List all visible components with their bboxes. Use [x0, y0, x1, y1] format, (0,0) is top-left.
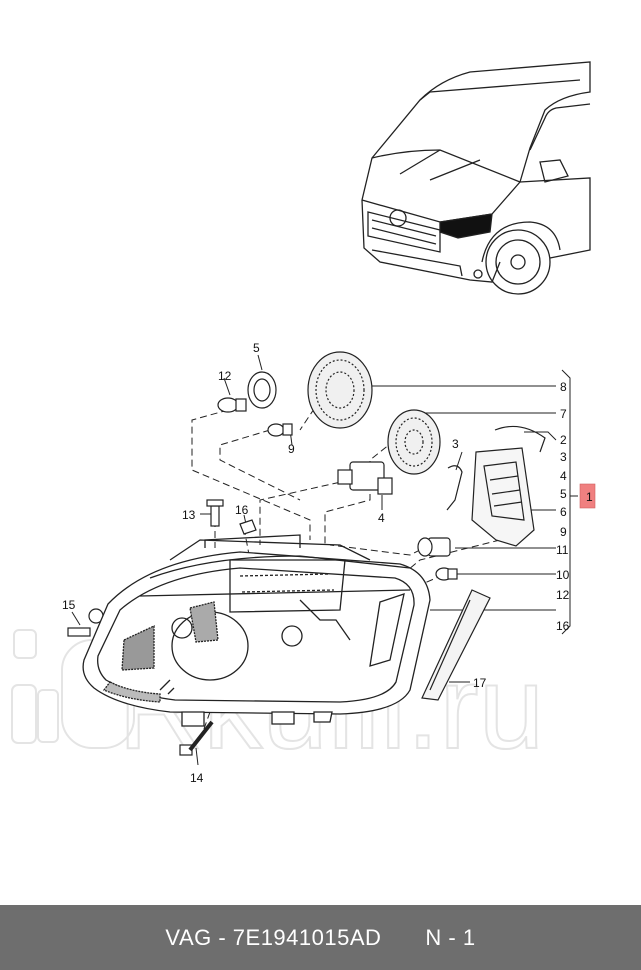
screw-14 — [179, 720, 214, 756]
cover-cap-small — [247, 371, 277, 409]
housing-cover-6 — [471, 425, 546, 547]
clip-16 — [239, 519, 257, 535]
headlight-assembly — [82, 534, 431, 727]
callout-9-left: 9 — [288, 442, 295, 456]
callout-16-left: 16 — [235, 503, 249, 517]
van-illustration — [361, 61, 591, 295]
bulb-10 — [435, 567, 458, 581]
callout-17: 17 — [473, 676, 487, 690]
clip-3 — [446, 465, 463, 511]
actuator-4 — [337, 461, 393, 495]
callout-3-left: 3 — [452, 437, 459, 451]
callout-12-right: 12 — [556, 588, 570, 602]
screw-15 — [67, 608, 104, 637]
callout-4-left: 4 — [378, 511, 385, 525]
bulb-12 — [217, 397, 247, 413]
callout-10: 10 — [556, 568, 570, 582]
part-number-footer: VAG - 7E1941015AD N - 1 — [0, 905, 641, 970]
callout-7: 7 — [560, 407, 567, 421]
highlight-box — [579, 483, 596, 509]
callout-3-right: 3 — [560, 450, 567, 464]
callout-2: 2 — [560, 433, 567, 447]
cover-cap-large — [307, 351, 373, 429]
parts-diagram: Rkuili.ru — [11, 61, 596, 785]
callout-4-right: 4 — [560, 469, 567, 483]
callout-numbers: 1 2 3 4 5 6 7 8 9 11 10 12 16 5 12 9 3 4… — [62, 341, 593, 785]
callout-1: 1 — [586, 490, 593, 504]
callout-8: 8 — [560, 380, 567, 394]
callout-11: 11 — [556, 543, 569, 557]
callout-5-right: 5 — [560, 487, 567, 501]
cover-cap-medium — [387, 409, 441, 475]
callout-9-right: 9 — [560, 525, 567, 539]
callout-16-right: 16 — [556, 619, 570, 633]
callout-13: 13 — [182, 508, 196, 522]
callout-5-left: 5 — [253, 341, 260, 355]
callout-12-left: 12 — [218, 369, 232, 383]
callout-bracket — [561, 369, 578, 635]
callout-14: 14 — [190, 771, 204, 785]
callout-6: 6 — [560, 505, 567, 519]
bulb-11 — [417, 537, 451, 557]
part-number: VAG - 7E1941015AD — [165, 924, 382, 950]
page-label: N - 1 — [425, 924, 476, 950]
callout-15: 15 — [62, 598, 76, 612]
screw-13 — [206, 499, 224, 527]
component-parts — [67, 351, 546, 756]
trim-strip-17 — [421, 589, 491, 701]
bulb-9 — [267, 423, 293, 437]
